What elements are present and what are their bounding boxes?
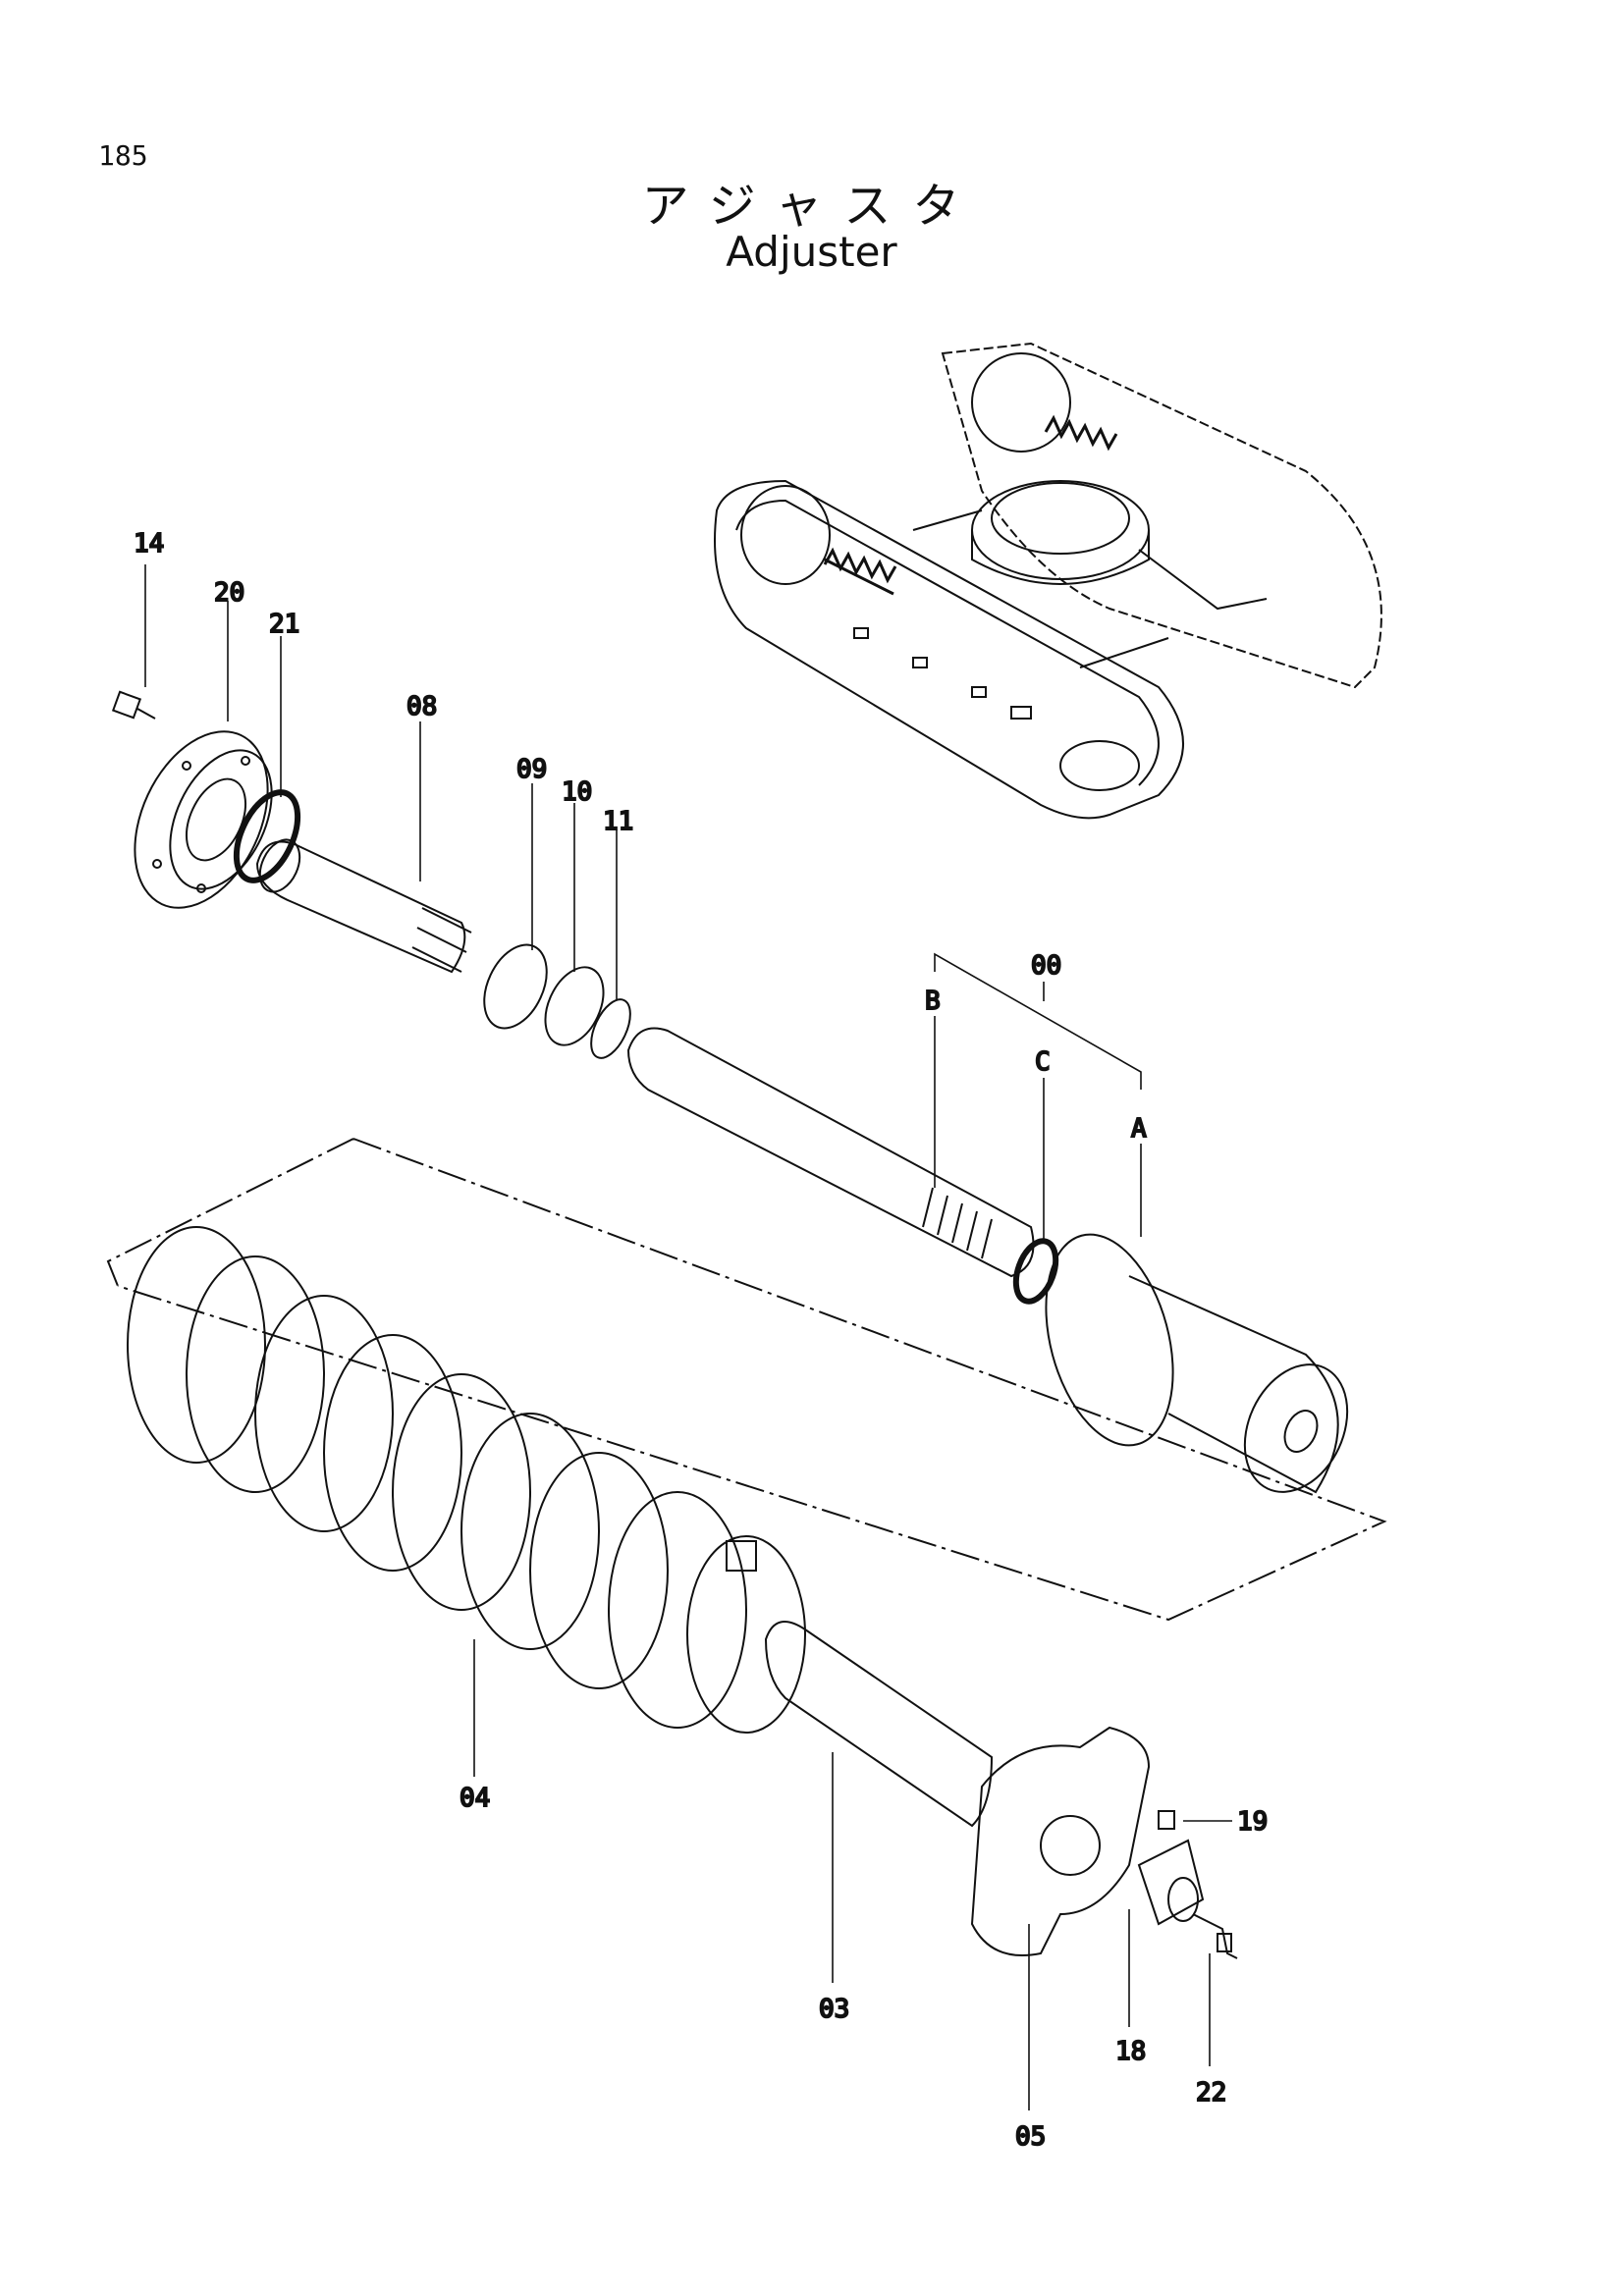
part-21-o-ring (233, 789, 301, 883)
label-part-11: 11 (603, 807, 633, 836)
label-part-c: C (1035, 1047, 1051, 1077)
part-14-bolt (111, 690, 156, 720)
label-part-21: 21 (269, 610, 299, 639)
part-11-snap-ring (590, 998, 631, 1059)
part-19-plug (1158, 1810, 1175, 1830)
part-09-wiper-ring (483, 943, 548, 1030)
part-00-flanged-cylinder (1045, 1233, 1349, 1494)
label-part-08: 08 (406, 692, 437, 721)
label-part-05: 05 (1015, 2122, 1046, 2152)
part-10-seal (544, 966, 605, 1046)
label-part-14: 14 (134, 529, 164, 559)
label-part-22: 22 (1196, 2078, 1226, 2108)
part-00-rod-o-ring (1012, 1238, 1059, 1305)
assembly-outline (106, 1138, 1387, 1622)
title-english: Adjuster (726, 228, 897, 276)
label-part-09: 09 (516, 755, 547, 784)
label-part-a: A (1131, 1114, 1147, 1144)
label-part-10: 10 (562, 777, 592, 807)
label-part-03: 03 (819, 1995, 849, 2024)
label-part-20: 20 (214, 578, 244, 608)
part-04-spring (127, 1226, 806, 1734)
leader-lines (144, 564, 1232, 2110)
label-part-b: B (925, 987, 941, 1016)
part-22-fitting (1192, 1913, 1238, 1959)
inset-spring-front (823, 547, 897, 596)
part-18-adapter (1137, 1839, 1205, 1926)
part-00-piston-rod (626, 1027, 1035, 1278)
inset-spring-rear (1044, 414, 1118, 452)
label-part-00: 00 (1031, 951, 1061, 981)
page-number: 185 (98, 139, 148, 172)
label-part-18: 18 (1115, 2037, 1146, 2066)
label-part-19: 19 (1237, 1807, 1268, 1837)
part-08-cylinder (255, 838, 472, 974)
part-20-cover (134, 730, 273, 909)
label-part-04: 04 (460, 1784, 490, 1813)
title-japanese: アジャスタ (641, 179, 982, 234)
part-03-shaft (764, 1621, 994, 1828)
part-05-bracket (970, 1726, 1151, 1956)
undercarriage-inset (714, 342, 1382, 820)
